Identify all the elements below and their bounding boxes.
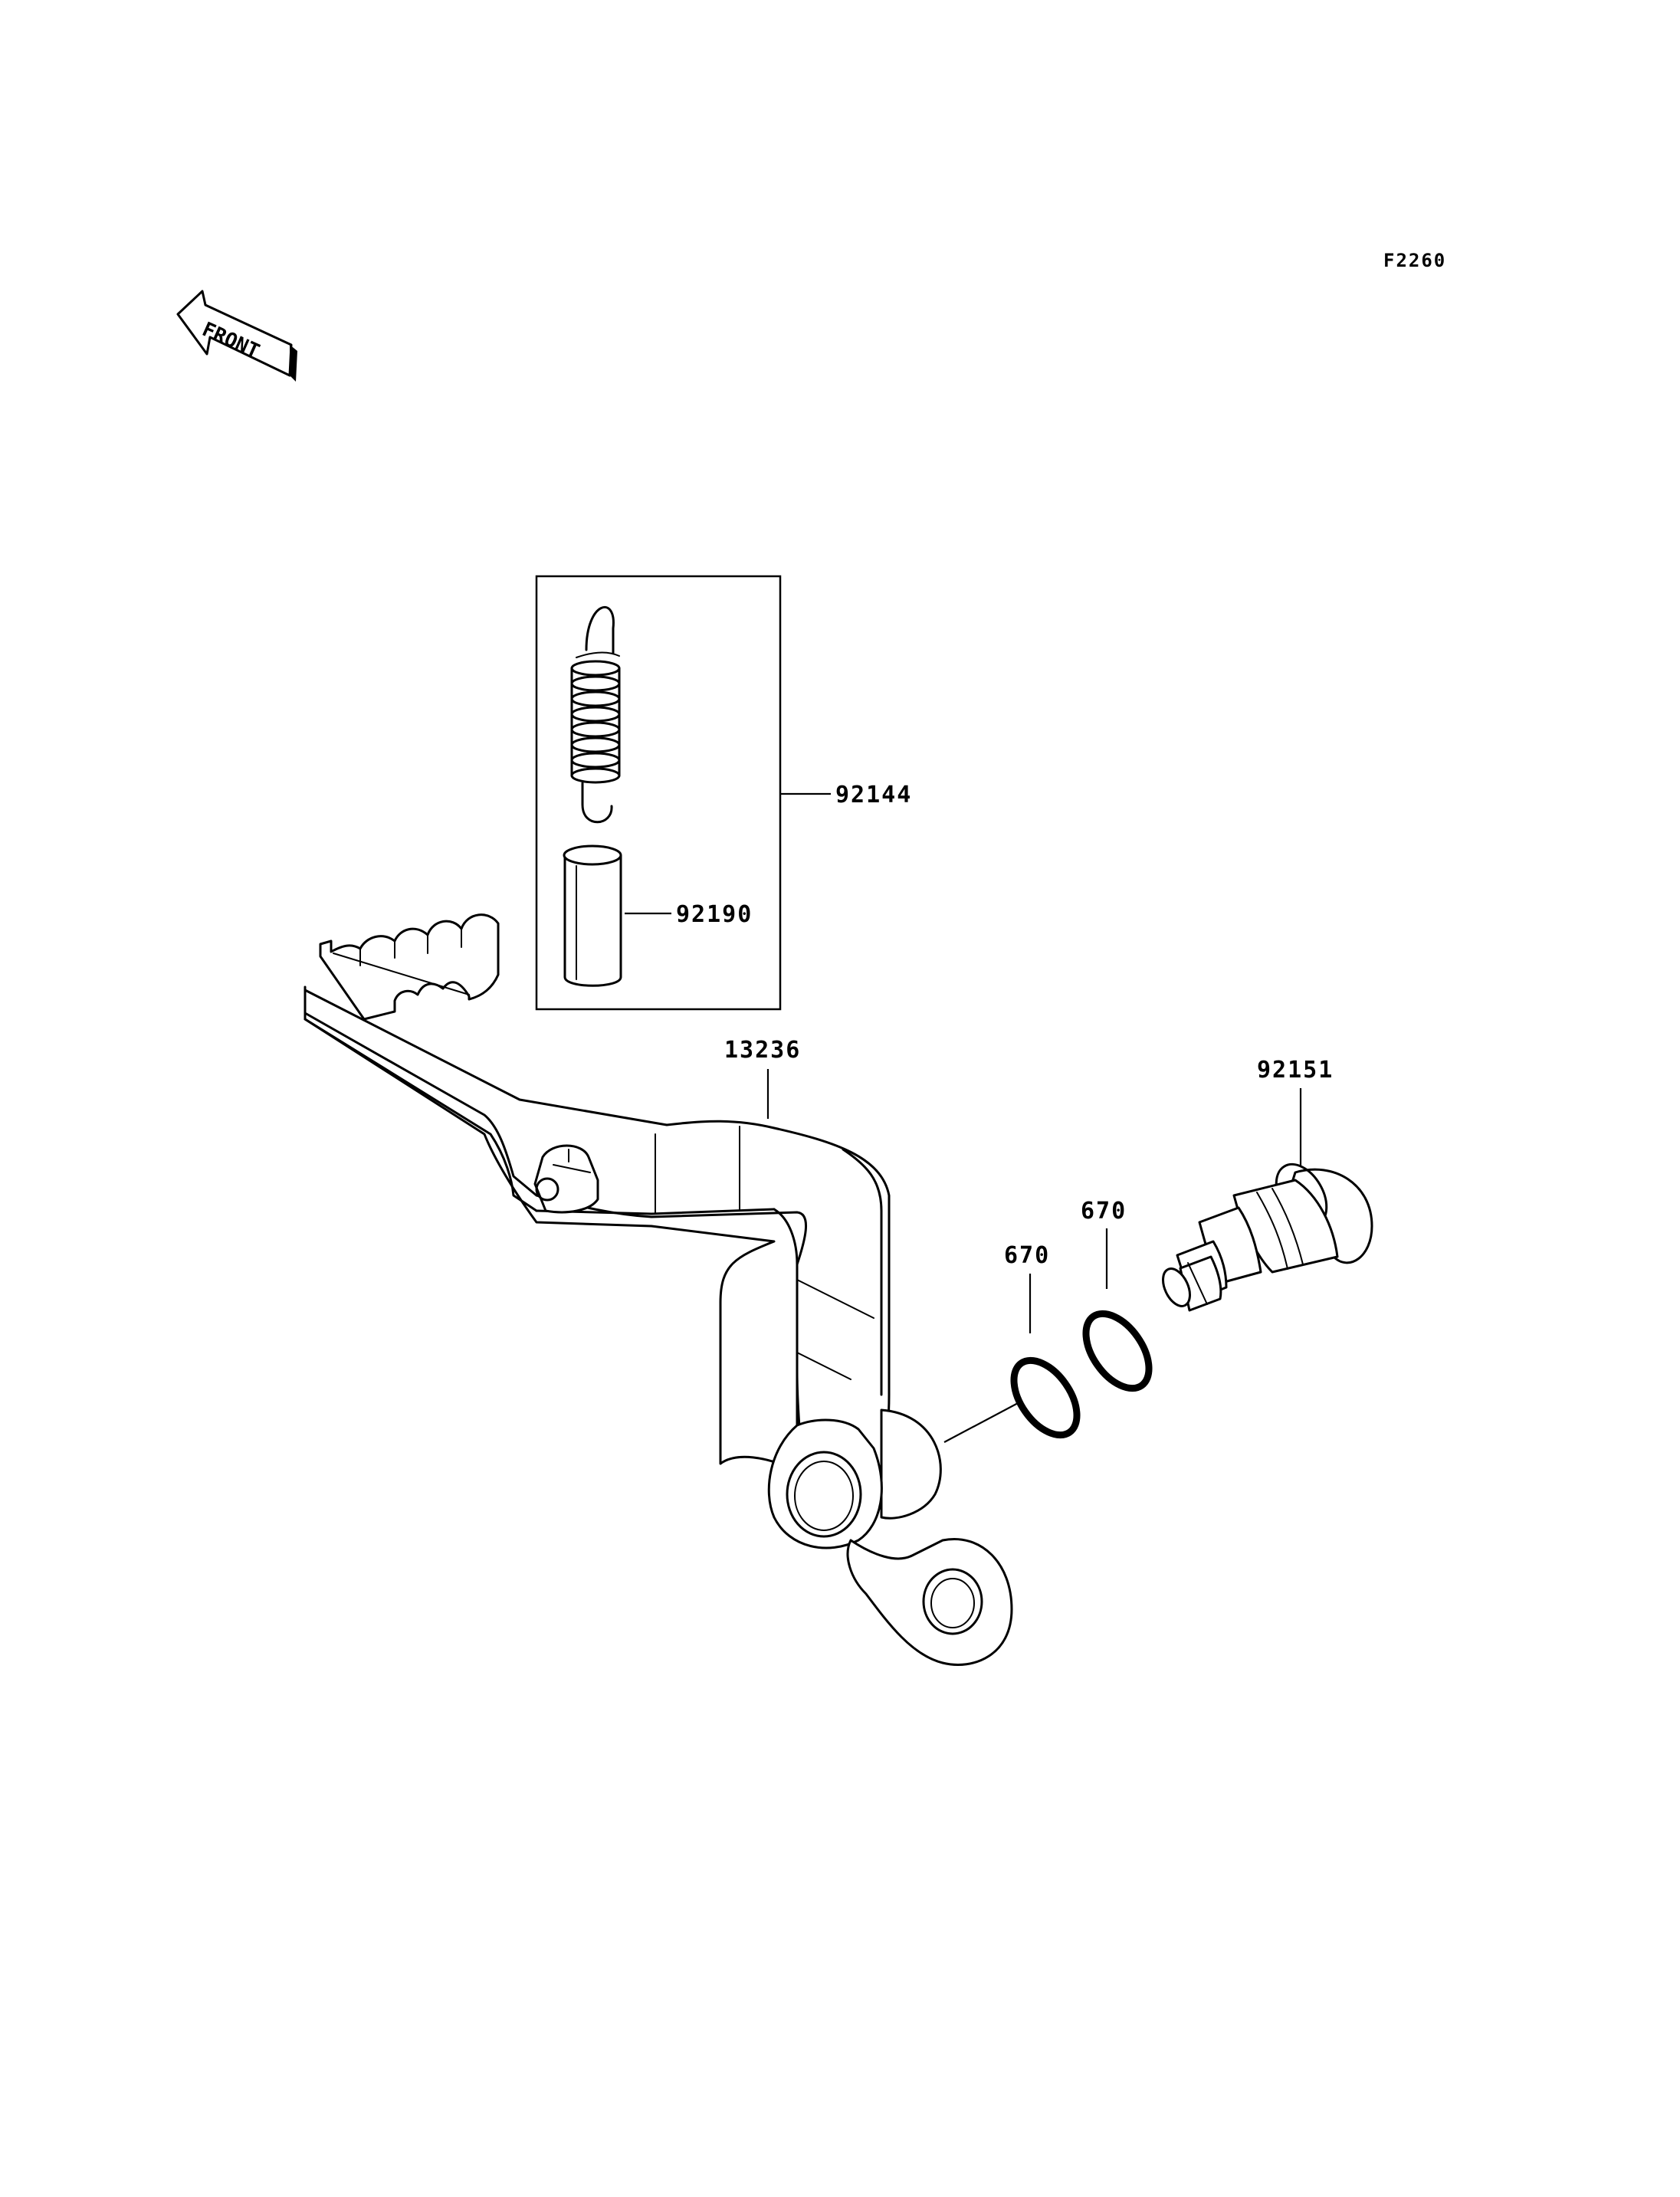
part-number-13236: 13236 xyxy=(724,1037,801,1064)
part-number-92144: 92144 xyxy=(835,782,912,808)
o-ring-outer xyxy=(1010,1356,1081,1439)
part-number-670-outer: 670 xyxy=(1004,1242,1050,1269)
pivot-shaft xyxy=(1162,1162,1373,1312)
part-number-92190: 92190 xyxy=(676,901,753,928)
part-number-670-inner: 670 xyxy=(1081,1198,1127,1225)
diagram-code: F2260 xyxy=(1383,250,1446,271)
brake-pedal xyxy=(304,913,1013,1666)
front-arrow-icon: FRONT xyxy=(176,290,297,382)
o-ring-inner xyxy=(1082,1310,1153,1392)
leader-pedal-to-oring xyxy=(943,1402,1020,1443)
return-spring xyxy=(570,606,621,824)
part-number-92151: 92151 xyxy=(1257,1057,1334,1084)
spring-kit-box xyxy=(535,575,782,1011)
sleeve-collar xyxy=(563,844,622,987)
